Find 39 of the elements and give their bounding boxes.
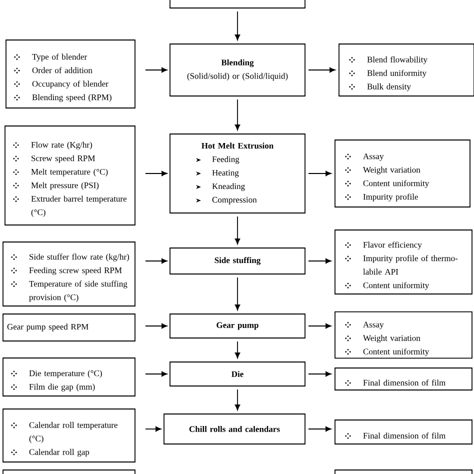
parameter-box: Die temperature (°C) Film die gap (mm)	[2, 358, 136, 396]
arrow	[145, 426, 162, 432]
arrow	[145, 371, 168, 377]
attribute-box: Assay Weight variation Content uniformity Impurity profile	[334, 140, 470, 208]
arrow	[234, 389, 240, 410]
arrow	[234, 99, 240, 130]
process-box: Hot Melt Extrusion Feeding Heating Kneading Compression	[170, 134, 306, 214]
arrow	[234, 216, 240, 244]
process-box	[170, 0, 306, 8]
process-box: Die	[170, 362, 306, 386]
process-box: Gear pump	[170, 314, 306, 338]
attribute-box	[334, 470, 472, 474]
attribute-box: Final dimension of film	[334, 420, 472, 444]
arrow	[145, 258, 168, 264]
arrow	[234, 277, 240, 310]
parameter-box: Type of blender Order of addition Occupancy of blender Blending speed (RPM)	[6, 40, 136, 108]
parameter-box: Flow rate (Kg/hr) Screw speed RPM Melt temperature (°C) Melt pressure (PSI) Extruder barrel temperature (°C)	[4, 126, 136, 226]
process-box: Chill rolls and calendars	[164, 414, 306, 444]
process-box: Side stuffing	[170, 248, 306, 274]
parameter-box: Side stuffer flow rate (kg/hr) Feeding screw speed RPM Temperature of side stuffing provision (°C)	[2, 242, 136, 306]
arrow	[234, 11, 240, 40]
attribute-box: Blend flowability Blend uniformity Bulk density	[338, 44, 474, 96]
arrow	[234, 341, 240, 358]
arrow	[308, 170, 332, 176]
parameter-box: Calendar roll temperature (°C) Calendar roll gap	[2, 408, 136, 462]
attribute-box: Final dimension of film	[334, 368, 472, 390]
arrow	[308, 371, 332, 377]
process-box: Blending (Solid/solid) or (Solid/liquid)	[170, 44, 306, 96]
attribute-box: Flavor efficiency Impurity profile of thermo-labile API Content uniformity	[334, 230, 472, 294]
parameter-box: Gear pump speed RPM	[2, 314, 136, 342]
arrow	[308, 67, 336, 73]
arrow	[308, 323, 332, 329]
parameter-box	[2, 470, 136, 474]
arrow	[308, 258, 332, 264]
arrow	[145, 323, 168, 329]
attribute-box: Assay Weight variation Content uniformity	[334, 311, 472, 359]
arrow	[308, 426, 332, 432]
arrow	[145, 170, 168, 176]
arrow	[145, 67, 168, 73]
